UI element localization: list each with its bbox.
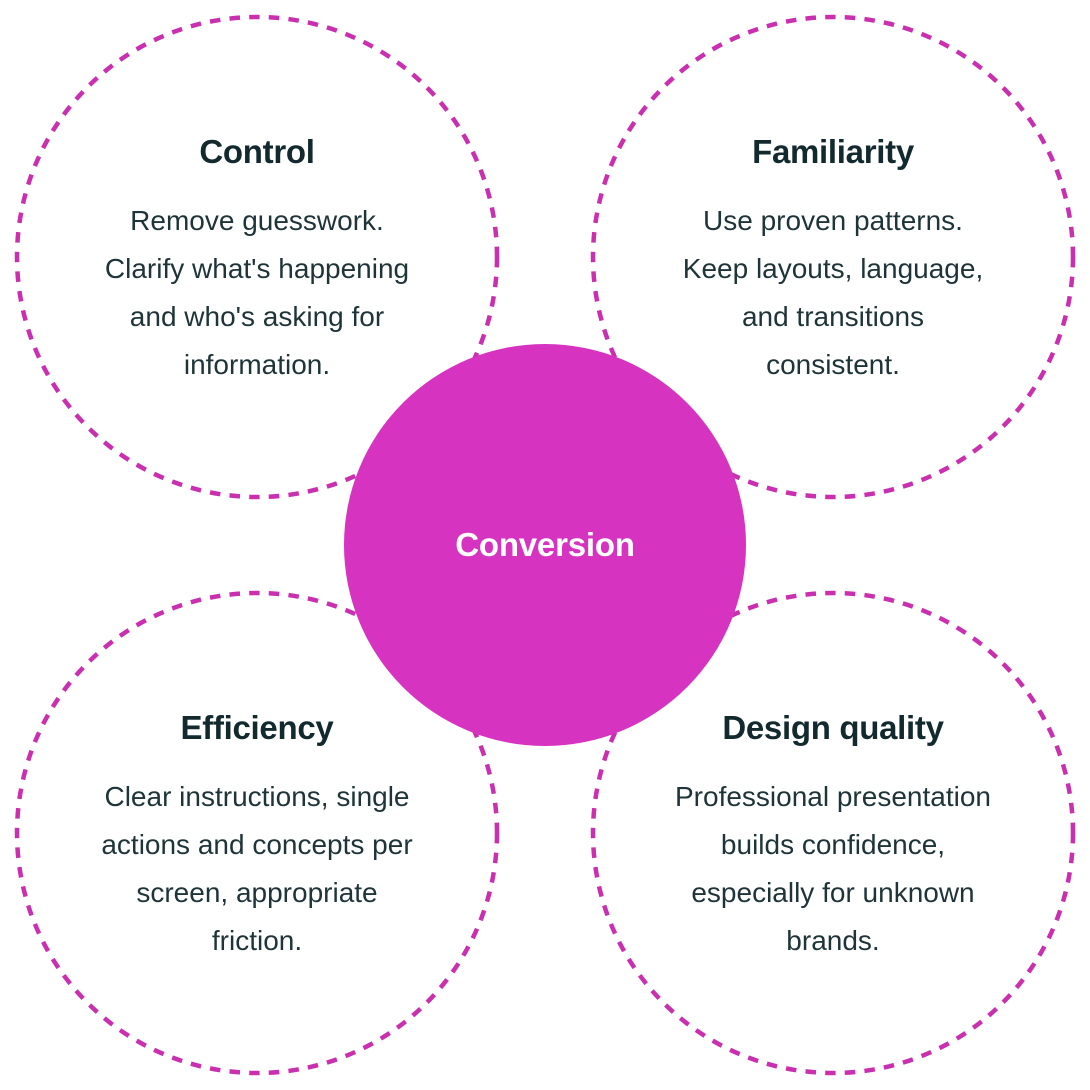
quadrant-efficiency-line: friction. [211,925,303,956]
quadrant-design-quality-title: Design quality [722,709,944,746]
dashed-circle-familiarity [590,14,1076,500]
quadrant-control: Control Remove guesswork. Clarify what's… [27,129,487,389]
quadrant-efficiency-line: screen, appropriate [136,877,378,908]
quadrant-familiarity-line: Use proven patterns. [703,205,963,236]
quadrant-efficiency-line: actions and concepts per [101,829,413,860]
quadrant-design-quality-line: especially for unknown [691,877,975,908]
quadrant-control-title: Control [199,133,315,170]
quadrant-design-quality-line: builds confidence, [720,829,946,860]
quadrant-efficiency-title: Efficiency [180,709,334,746]
quadrant-familiarity-line: Keep layouts, language, [682,253,984,284]
quadrant-familiarity-line: consistent. [766,349,900,380]
quadrant-control-line: and who's asking for [129,301,385,332]
quadrant-control-line: Remove guesswork. [130,205,384,236]
dashed-circle-efficiency [14,590,500,1076]
quadrant-design-quality-line: brands. [786,925,880,956]
quadrant-design-quality: Design quality Professional presentation… [603,705,1063,965]
quadrant-efficiency-line: Clear instructions, single [104,781,410,812]
dashed-circle-design-quality [590,590,1076,1076]
center-circle-conversion [344,344,746,746]
quadrant-control-line: Clarify what's happening [104,253,410,284]
quadrant-familiarity: Familiarity Use proven patterns. Keep la… [603,129,1063,389]
quadrant-control-line: information. [183,349,331,380]
dashed-circle-control [14,14,500,500]
center-label-conversion: Conversion [455,526,635,563]
quadrant-familiarity-title: Familiarity [752,133,914,170]
quadrant-design-quality-line: Professional presentation [675,781,991,812]
quadrant-familiarity-line: and transitions [741,301,925,332]
quadrant-efficiency: Efficiency Clear instructions, single ac… [27,705,487,965]
